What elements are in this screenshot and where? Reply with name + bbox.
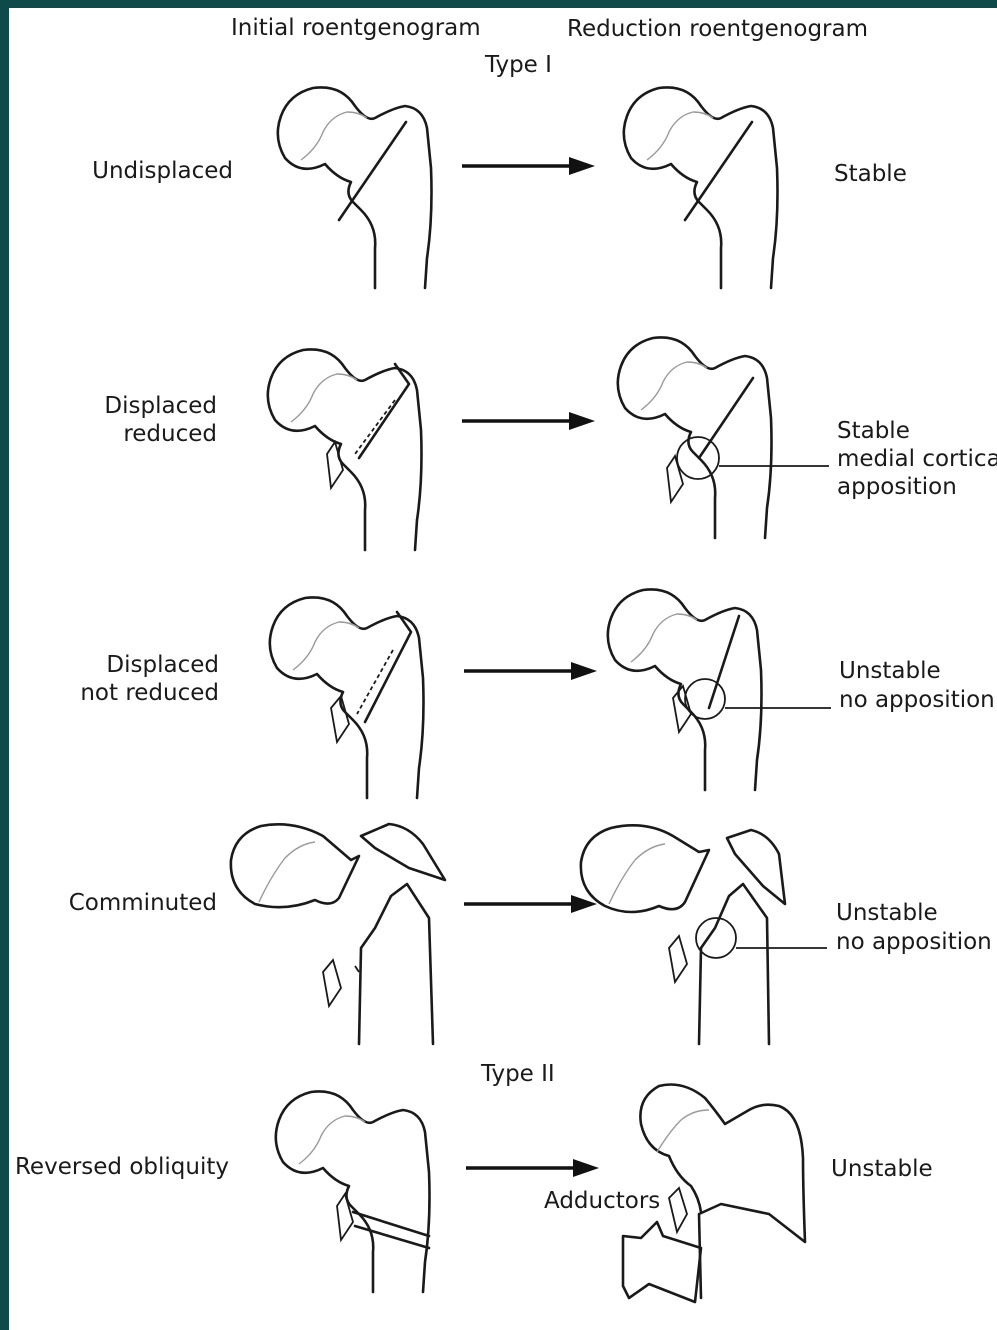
type-1-label: Type I <box>484 52 552 78</box>
row-2-result-line-3: apposition <box>837 474 957 500</box>
row-2-result-line-2: medial cortical <box>837 446 997 472</box>
row-2-result-line-1: Stable <box>837 418 910 444</box>
row-4-arrow <box>464 895 597 913</box>
row-2-label-line-1: Displaced <box>104 393 217 419</box>
row-2-initial-femur <box>268 349 422 550</box>
row-3-label-line-2: not reduced <box>80 680 219 706</box>
row-4-label: Comminuted <box>69 890 217 916</box>
row-4-result-line-2: no apposition <box>836 929 992 955</box>
row-2-arrow <box>462 412 595 430</box>
hip-fracture-classification-figure: Initial roentgenogram Reduction roentgen… <box>9 8 997 1330</box>
row-3-initial-femur <box>270 597 424 798</box>
row-2-reduction-femur <box>618 337 829 538</box>
header-reduction-roentgenogram: Reduction roentgenogram <box>567 16 868 42</box>
row-4-result-line-1: Unstable <box>836 900 938 926</box>
row-3-result-line-1: Unstable <box>839 658 941 684</box>
row-5-initial-femur <box>276 1091 430 1292</box>
row-1-initial-femur <box>278 87 432 288</box>
row-3-result-line-2: no apposition <box>839 687 995 713</box>
row-1-label: Undisplaced <box>92 158 233 184</box>
row-3-arrow <box>464 662 597 680</box>
row-5-result: Unstable <box>831 1156 933 1182</box>
row-1-arrow <box>462 157 595 175</box>
row-4-reduction-femur <box>581 825 827 1044</box>
row-2-label-line-2: reduced <box>123 421 217 447</box>
row-3-contact-circle <box>685 679 725 719</box>
row-5-arrow <box>466 1159 599 1177</box>
row-5-label: Reversed obliquity <box>15 1154 229 1180</box>
row-1-reduction-femur <box>624 87 778 288</box>
header-initial-roentgenogram: Initial roentgenogram <box>231 15 481 41</box>
diagram-sheet: Initial roentgenogram Reduction roentgen… <box>9 8 997 1330</box>
row-1-result: Stable <box>834 161 907 187</box>
row-3-label-line-1: Displaced <box>106 652 219 678</box>
type-2-label: Type II <box>480 1061 555 1087</box>
row-4-initial-femur <box>231 824 445 1044</box>
row-3-reduction-femur <box>608 589 831 790</box>
adductors-arrow <box>623 1222 701 1302</box>
adductors-label: Adductors <box>544 1188 660 1214</box>
